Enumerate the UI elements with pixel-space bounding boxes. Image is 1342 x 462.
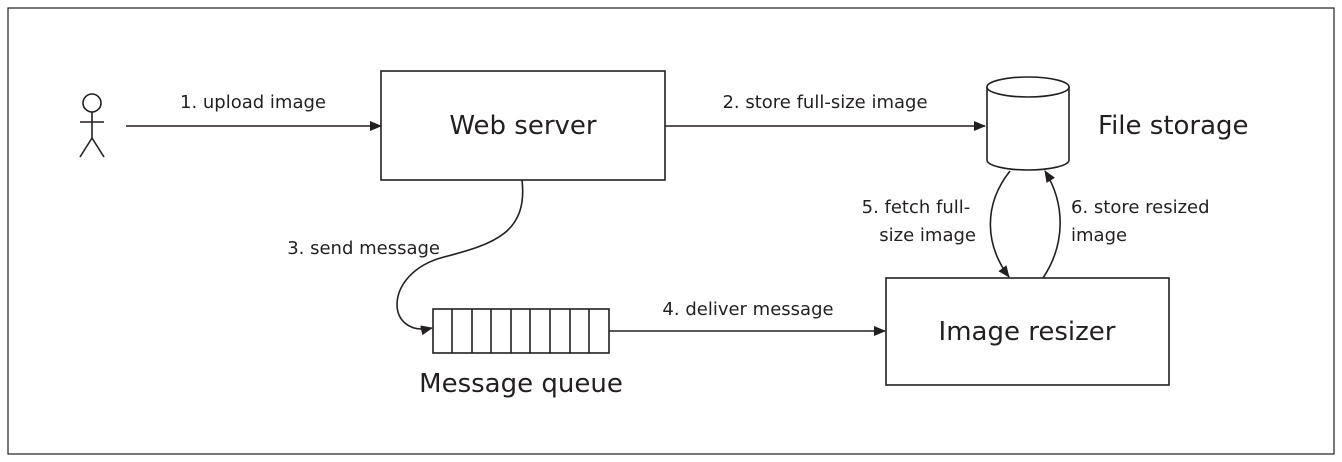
web-server-box — [380, 70, 666, 181]
file-storage-label: File storage — [1098, 111, 1249, 141]
store-resized-arrow — [1042, 170, 1061, 279]
web-server-label: Web server — [449, 111, 597, 141]
upload-label: 1. upload image — [180, 92, 326, 113]
store-resized-label: 6. store resized image — [1071, 197, 1215, 246]
user-icon — [79, 93, 105, 158]
message-queue-label: Message queue — [419, 369, 623, 399]
message-queue-icon — [432, 308, 610, 354]
image-resizer-label: Image resizer — [939, 317, 1116, 347]
fetch-full-arrow — [989, 170, 1011, 278]
image-resizer-box — [885, 277, 1170, 386]
fetch-full-line-1: 5. fetch full- — [862, 197, 971, 218]
deliver-message-label: 4. deliver message — [662, 299, 833, 320]
fetch-full-line-2: size image — [879, 225, 976, 246]
send-message-arrow — [396, 179, 524, 336]
store-full-label: 2. store full-size image — [722, 92, 927, 113]
diagram-frame — [7, 7, 1335, 455]
file-storage-cylinder — [986, 76, 1070, 171]
store-resized-line-2: image — [1071, 225, 1127, 246]
send-message-label: 3. send message — [287, 238, 440, 259]
fetch-full-label: 5. fetch full- size image — [862, 197, 976, 246]
store-resized-line-1: 6. store resized — [1071, 197, 1210, 218]
